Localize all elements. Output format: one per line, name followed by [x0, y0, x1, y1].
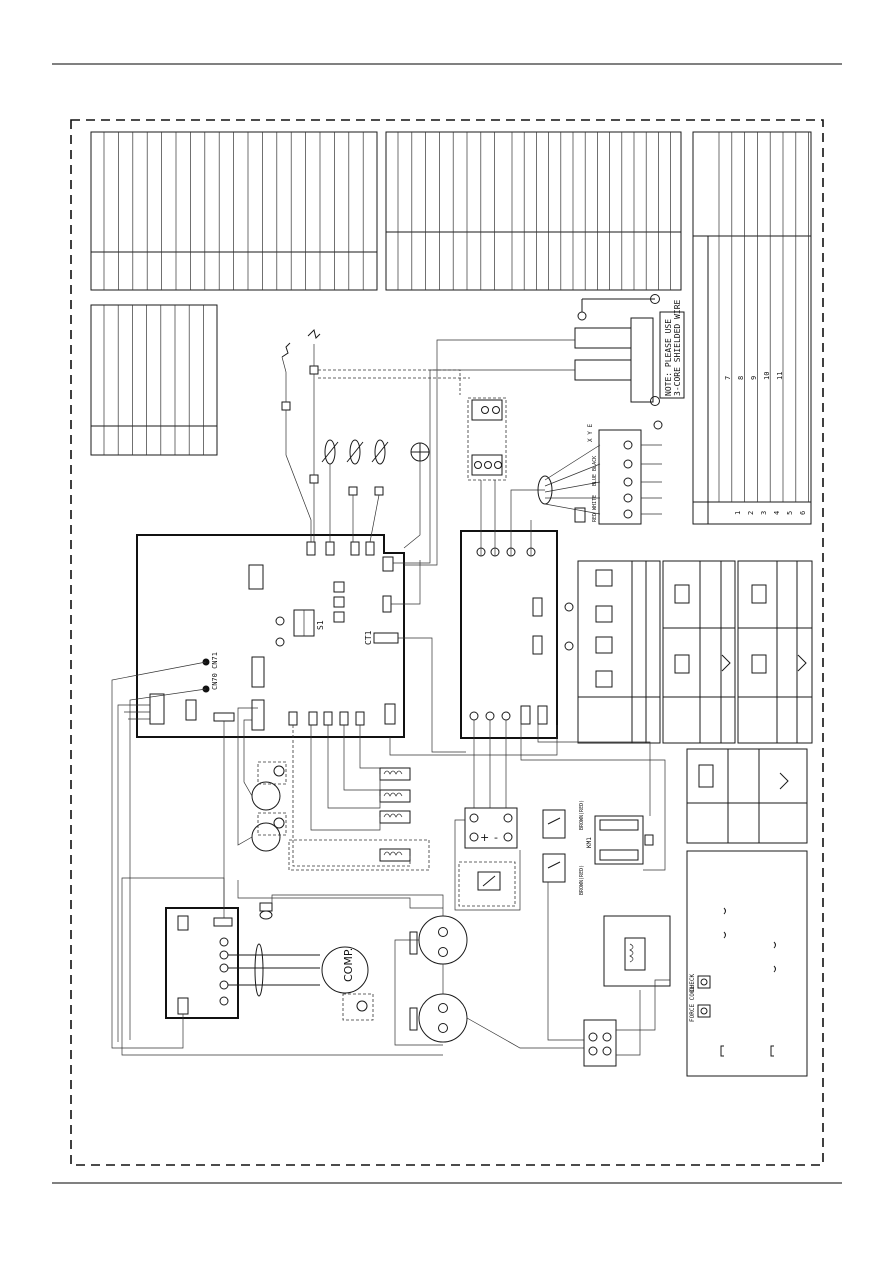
power-terminal-block	[598, 420, 663, 525]
bottom-terminal-block	[583, 1019, 617, 1067]
cn70-cn71-label: CN70 CN71	[211, 652, 219, 690]
s1-label: S1	[316, 620, 325, 630]
dip-switch-table-d	[686, 748, 808, 844]
legend-table-left	[90, 131, 378, 291]
code-table-small	[90, 304, 218, 456]
dip-switch-icon	[595, 670, 613, 688]
km1-contactor	[542, 809, 654, 883]
svg-text:-: -	[494, 831, 498, 844]
outdoor-fan-motors	[259, 902, 468, 1043]
compressor	[321, 946, 374, 1021]
fan-motors	[251, 761, 287, 852]
numbered-list-item: 6	[799, 511, 807, 515]
shielded-wire-note-line2: 3-CORE SHIELDED WIRE	[673, 299, 682, 396]
wiring	[111, 339, 670, 1056]
wire-label-2: BLUE BLACK	[592, 456, 598, 486]
comm-terminal-block	[574, 294, 685, 406]
wire-label-1: RED WHITE	[592, 495, 598, 522]
numbered-list-item: 9	[750, 376, 758, 380]
compressor-label: COMP.	[342, 948, 355, 982]
dip-switch-icon	[595, 605, 613, 623]
legend-table-middle	[385, 131, 682, 291]
legend-table-right	[692, 131, 812, 525]
numbered-list-item: 10	[763, 372, 771, 380]
numbered-list-item: 2	[747, 511, 755, 515]
km1-label: KM1	[586, 837, 593, 848]
relay-module	[467, 397, 507, 481]
heater-unit	[603, 915, 671, 987]
ct1-label: CT1	[364, 630, 373, 645]
compressor-driver	[165, 907, 320, 1019]
dip-switch-table-b	[662, 560, 736, 744]
check-label: CHECK	[689, 974, 696, 992]
numbered-list-item: 7	[724, 376, 732, 380]
terminal-screw	[623, 493, 633, 503]
rectifier-bridge: + -	[458, 807, 518, 907]
numbered-list-item: 11	[776, 372, 784, 380]
dip-switch-icon	[595, 569, 613, 587]
numbered-list-item: 8	[737, 376, 745, 380]
terminal-screw	[623, 459, 633, 469]
svg-text:+: +	[480, 831, 489, 844]
dip-switch-icon	[595, 636, 613, 654]
xyz-label: X Y E	[587, 424, 594, 442]
numbered-list-item: 4	[773, 511, 781, 515]
numbered-list-item: 1	[734, 511, 742, 515]
terminal-screw	[623, 477, 633, 487]
dip-switch-table-c	[737, 560, 813, 744]
power-board	[460, 530, 574, 739]
force-cool-label: FORCE COOL	[689, 985, 696, 1022]
shielded-wire-note-line1: NOTE: PLEASE USE	[664, 319, 673, 396]
temperature-sensors	[281, 329, 430, 496]
unit-enclosure	[70, 119, 824, 1166]
brown-red-label-1: BROWN(RED)	[579, 800, 585, 830]
terminal-screw	[623, 509, 633, 519]
numbered-list-item: 3	[760, 511, 768, 515]
force-cool-check-panel	[686, 850, 808, 1077]
numbered-list-item: 5	[786, 511, 794, 515]
brown-red-label-2: BROWN(RED)	[579, 865, 585, 895]
terminal-screw	[623, 440, 633, 450]
sensor-coils	[288, 767, 430, 871]
dip-switch-table-a	[577, 560, 661, 744]
